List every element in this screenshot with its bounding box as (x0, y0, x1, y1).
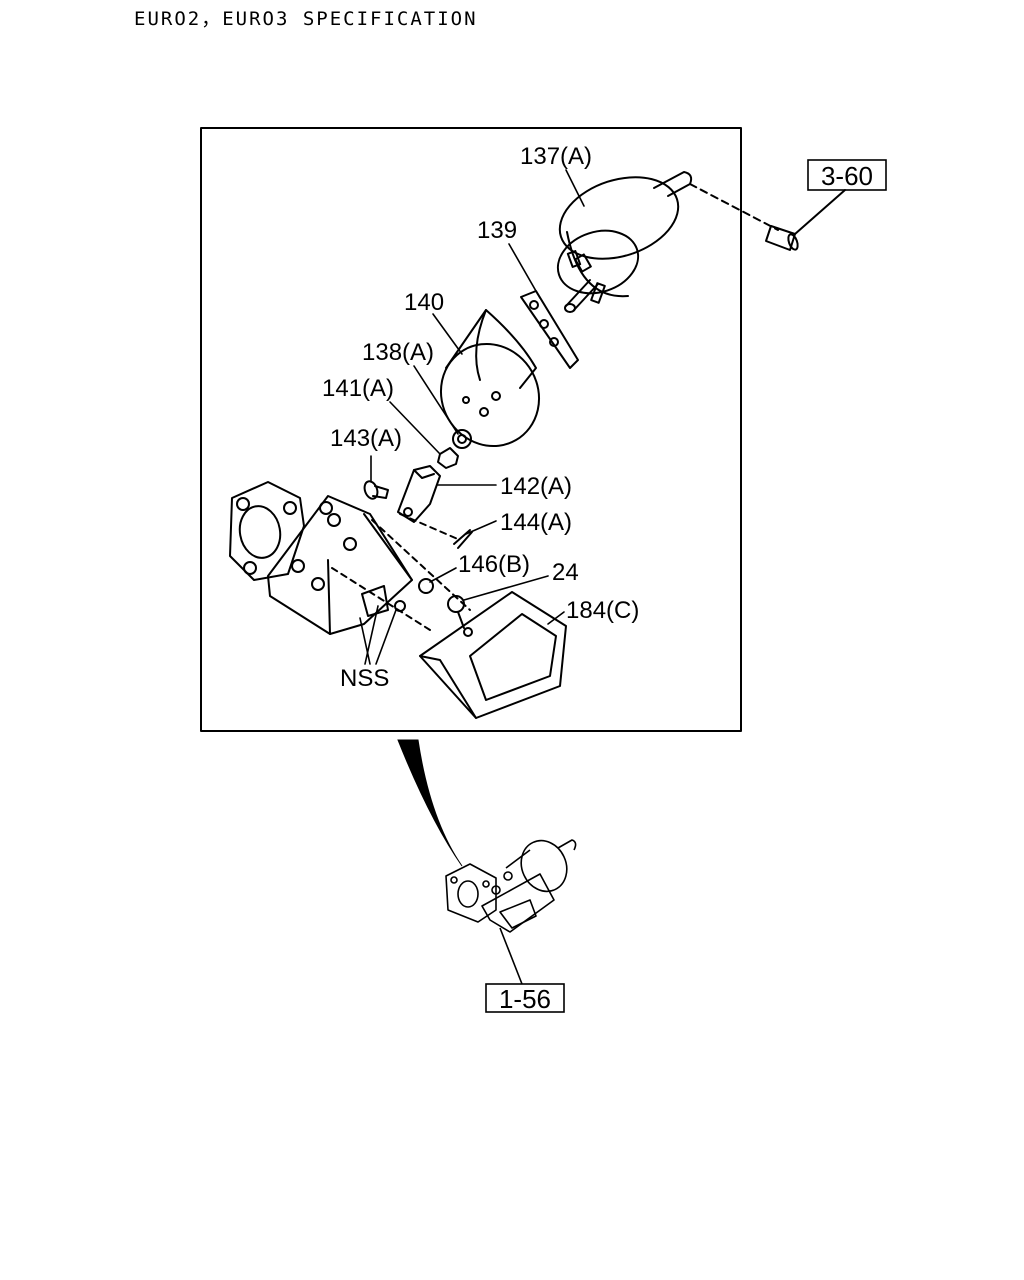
label-140: 140 (404, 289, 444, 316)
ref-top-box (807, 159, 887, 191)
detail-frame (200, 127, 742, 732)
ref-top-leader (794, 189, 846, 235)
hose-icon (689, 183, 799, 251)
leader-lines (359, 169, 585, 665)
label-184: 184(C) (566, 597, 639, 624)
locator-assembly-icon (445, 839, 577, 985)
heat-shield-icon (419, 591, 567, 719)
label-137: 137(A) (520, 143, 592, 170)
label-144: 144(A) (500, 509, 572, 536)
ref-top-label[interactable]: 3-60 (821, 161, 873, 191)
nut-141-icon (437, 447, 459, 469)
lever-142-icon (397, 465, 441, 523)
ref-bottom-box (485, 983, 565, 1013)
cotter-pin-144-icon (453, 529, 473, 549)
exhaust-brake-body-icon (229, 481, 471, 635)
ref-bottom-label[interactable]: 1-56 (499, 984, 551, 1014)
label-nss: NSS (340, 665, 389, 692)
label-138: 138(A) (362, 339, 434, 366)
label-146: 146(B) (458, 551, 530, 578)
nut-138-icon (452, 429, 472, 449)
pin-143-icon (363, 480, 389, 500)
nut-146-icon (418, 578, 434, 594)
label-142: 142(A) (500, 473, 572, 500)
location-pointer-icon (397, 739, 463, 867)
label-24: 24 (552, 559, 579, 586)
gasket-icon (520, 290, 579, 369)
label-141: 141(A) (322, 375, 394, 402)
bracket-icon (439, 309, 541, 448)
callout-labels: 137(A) 139 140 138(A) 141(A) 143(A) 142(… (322, 143, 639, 692)
label-143: 143(A) (330, 425, 402, 452)
bolt-24-icon (447, 595, 473, 637)
page-title: EURO2，EURO3 SPECIFICATION (134, 8, 478, 30)
label-139: 139 (477, 217, 517, 244)
vacuum-actuator-icon (556, 171, 693, 313)
